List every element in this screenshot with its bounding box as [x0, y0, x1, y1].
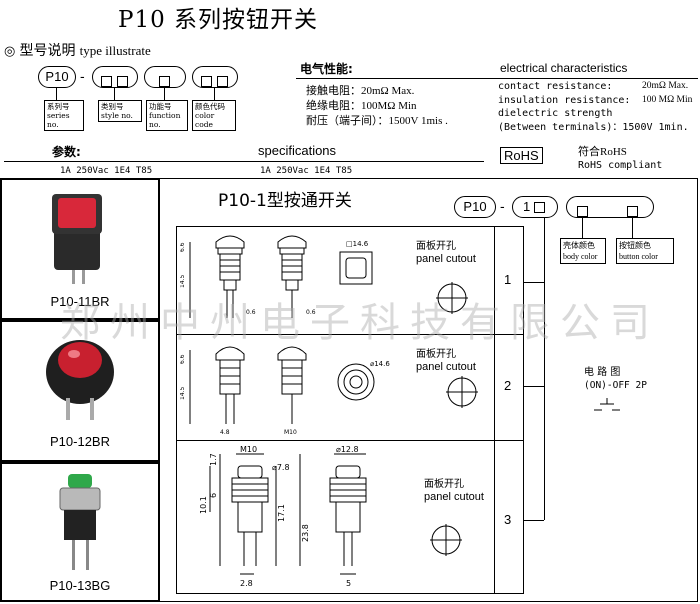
svg-text:⌀7.8: ⌀7.8 — [272, 463, 290, 472]
diagram-title: P10-1型按通开关 — [218, 191, 352, 211]
svg-text:0.6: 0.6 — [306, 309, 316, 316]
svg-text:0.6: 0.6 — [246, 309, 256, 316]
row-label-1: 1 — [504, 272, 512, 287]
svg-text:1.7: 1.7 — [209, 453, 218, 466]
row-label-3: 3 — [504, 512, 512, 527]
diagram-code-type: 1 — [512, 196, 558, 218]
code-series-pill: P10 — [38, 66, 76, 88]
svg-text:□14.6: □14.6 — [346, 240, 369, 248]
product-image-2 — [46, 340, 114, 420]
spec-value-left: 1A 250Vac 1E4 T85 — [60, 166, 153, 176]
type-section-heading: ◎ 型号说明 type illustrate — [4, 40, 151, 60]
specs-header-en: specifications — [258, 143, 337, 158]
product-model-1: P10-11BR — [50, 294, 110, 309]
product-model-3: P10-13BG — [49, 578, 111, 593]
svg-text:M10: M10 — [240, 445, 257, 454]
circuit-diagram-label: 电 路 图 (ON)-OFF 2P — [584, 367, 647, 391]
svg-text:6.6: 6.6 — [180, 354, 186, 364]
svg-text:⌀14.6: ⌀14.6 — [370, 360, 390, 368]
code-function-pill — [144, 66, 186, 88]
diagram-code-dash: - — [500, 198, 505, 214]
row-1-drawing: □14.6 6.6 14.5 0.6 0.6 — [180, 235, 468, 318]
code-color-pill — [192, 66, 238, 88]
svg-text:23.8: 23.8 — [301, 524, 310, 542]
type-label-en: type illustrate — [79, 43, 151, 58]
svg-text:14.5: 14.5 — [180, 274, 186, 288]
product-image-1 — [52, 194, 102, 284]
page-title: P10 系列按钮开关 — [118, 7, 319, 33]
diagram-code-prefix: P10 — [454, 196, 496, 218]
electrical-en-list: contact resistance: insulation resistanc… — [498, 81, 689, 133]
electrical-cn-list: 接触电阻：20mΩ Max. 绝缘电阻：100MΩ Min 耐压（端子间）：15… — [306, 85, 448, 127]
switch-symbol-icon — [594, 398, 620, 411]
svg-text:M10: M10 — [284, 429, 297, 436]
svg-text:6: 6 — [209, 493, 218, 498]
svg-text:2.8: 2.8 — [240, 579, 253, 588]
type-label-cn: 型号说明 — [19, 43, 76, 59]
row-3-drawing: M10 ⌀7.8 ⌀12.8 1.7 6 10.1 17.1 23.8 2.8 … — [199, 445, 462, 588]
svg-text:5: 5 — [346, 579, 351, 588]
row-2-drawing: ⌀14.6 6.6 14.5 4.8 M10 — [180, 346, 478, 436]
code-style-pill — [92, 66, 138, 88]
product-image-3 — [59, 474, 101, 570]
electrical-en-values: 20mΩ Max. 100 MΩ Min — [642, 81, 693, 105]
product-card-3: P10-13BG — [0, 462, 160, 602]
drawing-panel — [176, 226, 524, 594]
specs-header-cn: 参数: — [52, 145, 81, 159]
row-label-2: 2 — [504, 378, 512, 393]
svg-text:⌀12.8: ⌀12.8 — [336, 445, 359, 454]
product-model-2: P10-12BR — [50, 434, 110, 449]
svg-text:10.1: 10.1 — [199, 496, 208, 514]
spec-value-mid: 1A 250Vac 1E4 T85 — [260, 166, 353, 176]
bullet-icon: ◎ — [4, 44, 16, 59]
svg-text:14.5: 14.5 — [180, 386, 186, 400]
svg-text:17.1: 17.1 — [277, 504, 286, 522]
watermark: 郑州中州电子科技有限公司 — [60, 300, 660, 346]
code-dash: - — [80, 68, 85, 84]
electrical-header-en: electrical characteristics — [500, 61, 628, 75]
rohs-badge: RoHS — [500, 147, 543, 164]
diagram-code-colors — [566, 196, 654, 218]
product-card-1: P10-11BR — [0, 178, 160, 320]
product-card-2: P10-12BR — [0, 320, 160, 462]
svg-text:4.8: 4.8 — [220, 429, 230, 436]
electrical-header-cn: 电气性能: — [300, 62, 353, 76]
svg-text:6.6: 6.6 — [180, 242, 186, 252]
